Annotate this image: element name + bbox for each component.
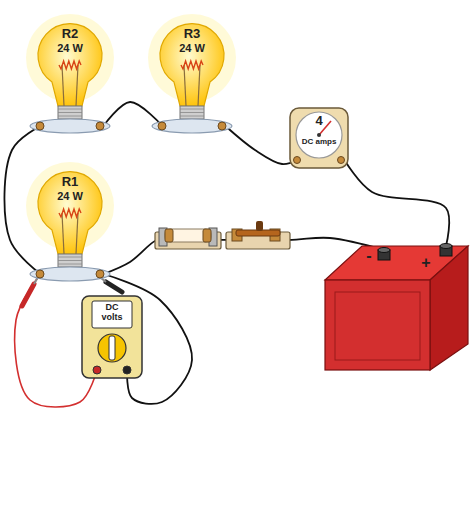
resistor-name: R2 [28, 27, 112, 41]
socket-plate [152, 119, 232, 133]
shape-outline [322, 232, 472, 372]
base-thread [180, 112, 204, 113]
base-thread [58, 112, 82, 113]
resistor-name: R1 [28, 175, 112, 189]
battery-panel [335, 292, 420, 360]
terminal-screw [36, 270, 44, 278]
bulb-base [58, 106, 82, 119]
terminal-screw [96, 270, 104, 278]
meter-label: 4 [290, 114, 348, 128]
battery-terminal [378, 248, 390, 253]
needle-pivot [317, 133, 321, 137]
filament-post [76, 213, 78, 254]
filament-post [62, 213, 64, 254]
terminal-screw [294, 157, 301, 164]
ammeter: 4 DC amps [290, 108, 352, 168]
lamp: R324 W [150, 18, 238, 134]
fuse-cap [165, 229, 173, 242]
red-probe [22, 284, 34, 306]
filament-coil [59, 61, 81, 69]
terminal-screw [96, 122, 104, 130]
lamp: R124 W [28, 166, 116, 282]
filament-post [198, 65, 200, 106]
meter-case [82, 296, 142, 378]
battery-front [325, 280, 430, 370]
wattage-label: 24 W [150, 42, 234, 54]
meter-label: DC volts [94, 303, 130, 323]
socket-plate [30, 119, 110, 133]
selector-dial [98, 334, 126, 362]
wattage-label: 24 W [28, 42, 112, 54]
polarity-sign: + [419, 254, 433, 272]
meter-label: DC amps [294, 138, 344, 147]
base-thread [58, 109, 82, 110]
fuse-cartridge [165, 229, 211, 242]
switch-handle [256, 221, 263, 231]
meter-case [290, 108, 348, 168]
filament-post [62, 65, 64, 106]
wire [345, 160, 450, 246]
lamp: R224 W [28, 18, 116, 134]
bulb-base [180, 106, 204, 119]
fuse-cap [203, 229, 211, 242]
base-thread [58, 260, 82, 261]
wattage-label: 24 W [28, 190, 112, 202]
filament-coil [59, 209, 81, 217]
wire [225, 126, 297, 164]
base-thread [58, 264, 82, 265]
battery-side [430, 246, 468, 370]
polarity-sign: - [362, 247, 376, 265]
voltmeter: DC volts [82, 296, 142, 378]
battery: -+ [322, 232, 472, 372]
input-jack [123, 366, 131, 374]
base-thread [180, 109, 204, 110]
base-thread [180, 116, 204, 117]
black-probe [106, 282, 122, 292]
terminal-screw [338, 157, 345, 164]
base-thread [58, 257, 82, 258]
bulb-base [58, 254, 82, 267]
filament-coil [181, 61, 203, 69]
selector-knob [109, 336, 115, 360]
filament-post [76, 65, 78, 106]
resistor-name: R3 [150, 27, 234, 41]
filament-post [184, 65, 186, 106]
wire [103, 102, 162, 126]
terminal-screw [158, 122, 166, 130]
meter-label-plate [92, 301, 132, 328]
base-thread [58, 116, 82, 117]
battery-terminal [440, 244, 452, 249]
terminal-screw [36, 122, 44, 130]
input-jack [93, 366, 101, 374]
terminal-screw [218, 122, 226, 130]
socket-plate [30, 267, 110, 281]
